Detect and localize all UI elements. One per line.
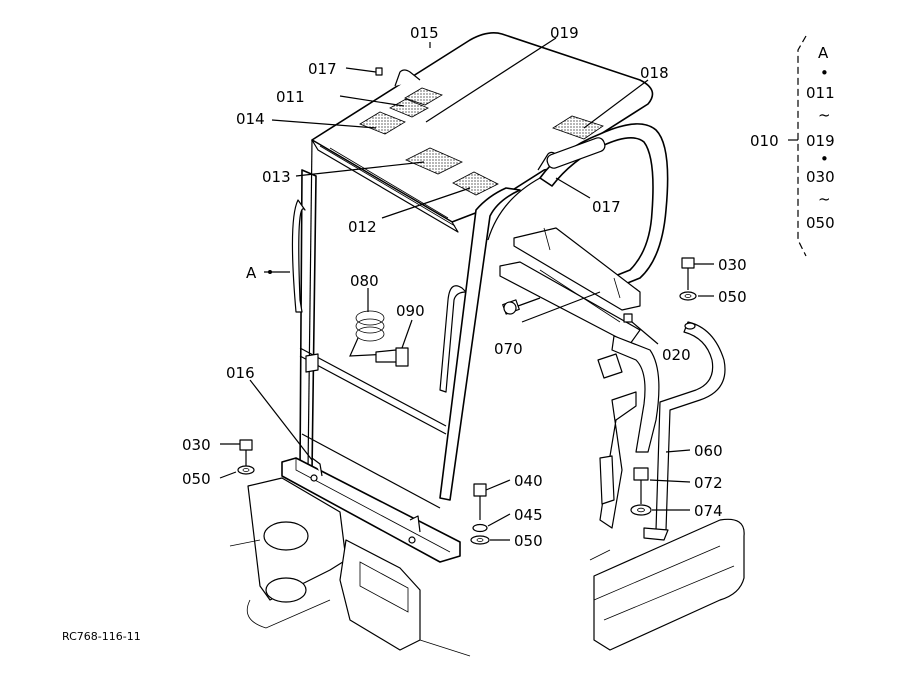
callout-016: 016 <box>226 364 255 382</box>
base-plate <box>281 457 461 563</box>
callout-018: 018 <box>640 64 669 82</box>
fasteners <box>237 257 697 545</box>
range-mark-3: • <box>820 150 829 168</box>
callout-labels: 015 019 017 018 011 014 013 017 012 A 08… <box>182 24 747 550</box>
callout-a: A <box>246 264 257 282</box>
callout-060: 060 <box>694 442 723 460</box>
hinge-020 <box>597 335 660 529</box>
bolt-030-upper <box>679 257 697 301</box>
assembly-label-010: 010 <box>750 132 779 150</box>
decal-013 <box>405 147 463 175</box>
canopy-roof <box>311 32 654 233</box>
range-mark-2: ~ <box>818 106 831 124</box>
callout-013: 013 <box>262 168 291 186</box>
bolt-040 <box>470 483 490 545</box>
callout-015: 015 <box>410 24 439 42</box>
assembly-item-030: 030 <box>806 168 835 186</box>
bolt-090 <box>375 347 409 367</box>
callout-090: 090 <box>396 302 425 320</box>
decal-019 <box>404 87 443 106</box>
callout-040: 040 <box>514 472 543 490</box>
callout-017-right: 017 <box>592 198 621 216</box>
decal-018 <box>552 115 604 140</box>
assembly-item-019: 019 <box>806 132 835 150</box>
reference-code: RC768-116-11 <box>62 630 141 643</box>
decal-014 <box>359 111 406 135</box>
mounting-bracket <box>499 227 641 345</box>
callout-020: 020 <box>662 346 691 364</box>
callout-050-lower: 050 <box>514 532 543 550</box>
callout-030-upper: 030 <box>718 256 747 274</box>
decal-012 <box>452 171 499 196</box>
assembly-item-050: 050 <box>806 214 835 232</box>
handle-017-top <box>394 69 421 87</box>
callout-050-left: 050 <box>182 470 211 488</box>
range-mark-1: • <box>820 64 829 82</box>
spring-pin-080 <box>349 310 391 357</box>
callout-012: 012 <box>348 218 377 236</box>
callout-030-left: 030 <box>182 436 211 454</box>
assembly-item-a: A <box>818 44 829 62</box>
callout-017-top: 017 <box>308 60 337 78</box>
bolt-070 <box>502 297 541 315</box>
bolt-072 <box>630 467 652 516</box>
callout-045: 045 <box>514 506 543 524</box>
callout-074: 074 <box>694 502 723 520</box>
leader-lines <box>219 37 714 541</box>
tube-060 <box>643 321 726 541</box>
bolt-030-left <box>237 439 255 475</box>
assembly-group-010: 010 A • 011 ~ 019 • 030 ~ 050 <box>750 35 835 257</box>
assembly-item-011: 011 <box>806 84 835 102</box>
machine-body <box>229 477 471 657</box>
callout-050-upper: 050 <box>718 288 747 306</box>
range-mark-4: ~ <box>818 190 831 208</box>
decal-011 <box>389 98 429 118</box>
callout-019: 019 <box>550 24 579 42</box>
fender <box>589 518 745 651</box>
callout-011: 011 <box>276 88 305 106</box>
callout-072: 072 <box>694 474 723 492</box>
callout-070: 070 <box>494 340 523 358</box>
callout-080: 080 <box>350 272 379 290</box>
callout-014: 014 <box>236 110 265 128</box>
handle-a <box>291 199 306 313</box>
